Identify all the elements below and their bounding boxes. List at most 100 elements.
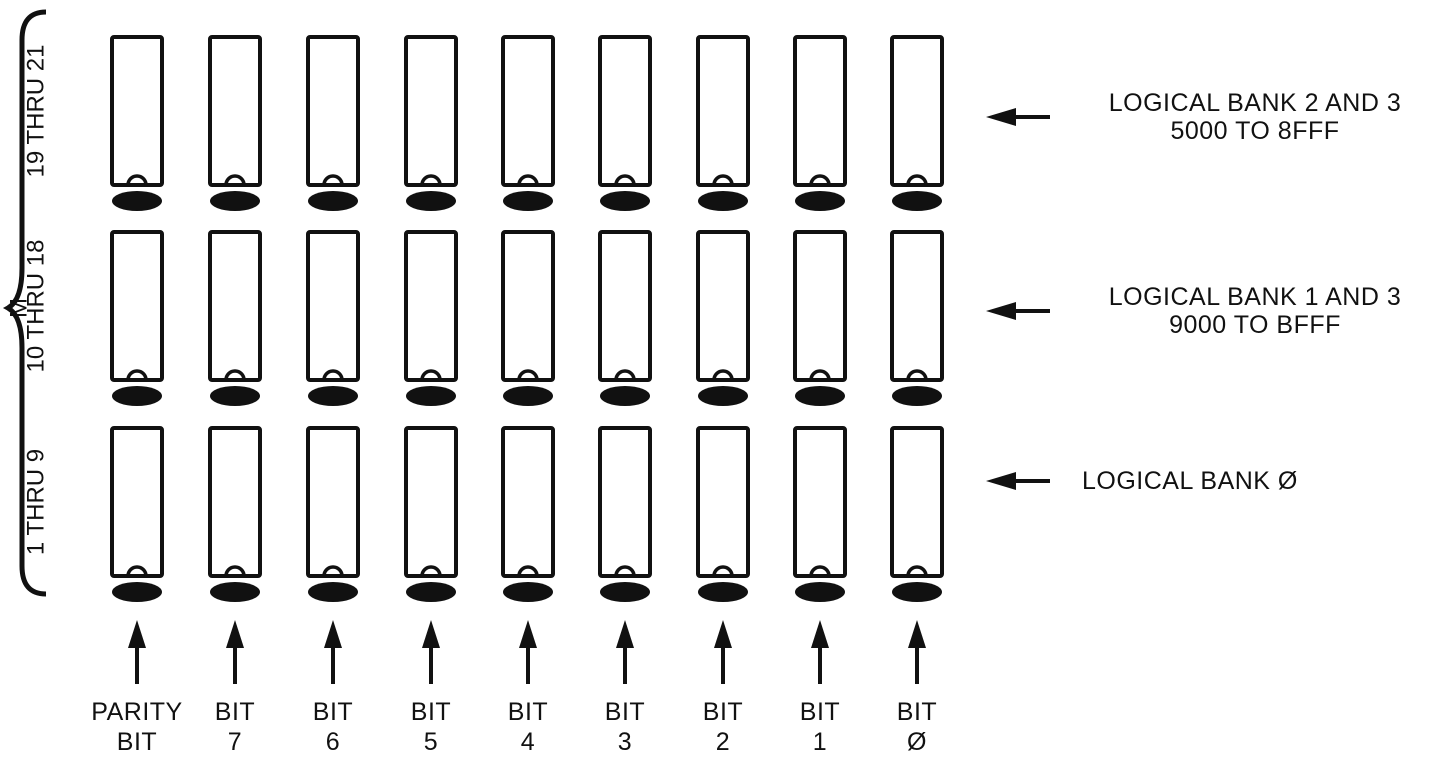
chip-notch xyxy=(614,369,636,381)
chip-socket-dot xyxy=(795,191,845,211)
chip-notch xyxy=(906,369,928,381)
column-label-line1: PARITY xyxy=(91,698,182,726)
column-label-line1: BIT xyxy=(508,698,548,726)
row-position-label: 10 THRU 18 xyxy=(22,240,49,373)
chip-body xyxy=(501,35,555,187)
chip-socket-dot xyxy=(210,386,260,406)
memory-chip xyxy=(501,35,555,211)
memory-chip xyxy=(404,426,458,602)
memory-chip xyxy=(110,230,164,406)
chip-body xyxy=(598,230,652,382)
column-arrow xyxy=(908,620,926,684)
chip-notch xyxy=(712,565,734,577)
chip-socket-dot xyxy=(892,582,942,602)
memory-chip xyxy=(501,230,555,406)
memory-chip xyxy=(890,35,944,211)
chip-notch xyxy=(224,369,246,381)
column-arrow xyxy=(324,620,342,684)
chip-notch xyxy=(224,174,246,186)
chip-socket-dot xyxy=(698,386,748,406)
chip-body xyxy=(696,230,750,382)
column-label-line1: BIT xyxy=(605,698,645,726)
column-label-line1: BIT xyxy=(313,698,353,726)
chip-socket-dot xyxy=(503,386,553,406)
chip-socket-dot xyxy=(406,582,456,602)
memory-chip xyxy=(598,426,652,602)
row-position-label: 1 THRU 9 xyxy=(22,449,49,555)
memory-chip xyxy=(696,230,750,406)
column-label-line2: 3 xyxy=(618,728,632,756)
bank-arrow xyxy=(986,108,1050,126)
memory-chip xyxy=(306,230,360,406)
bank-arrow xyxy=(986,302,1050,320)
chip-body xyxy=(696,426,750,578)
chip-body xyxy=(404,35,458,187)
chip-body xyxy=(404,426,458,578)
memory-chip xyxy=(306,426,360,602)
chip-socket-dot xyxy=(698,191,748,211)
column-label-line2: 2 xyxy=(716,728,730,756)
chip-socket-dot xyxy=(795,582,845,602)
memory-chip xyxy=(598,35,652,211)
column-arrow xyxy=(616,620,634,684)
chip-socket-dot xyxy=(600,191,650,211)
chip-notch xyxy=(322,174,344,186)
chip-notch xyxy=(517,369,539,381)
bit-column-labels: PARITYBITBIT7BIT6BIT5BIT4BIT3BIT2BIT1BIT… xyxy=(91,620,937,756)
rows-brace xyxy=(2,9,47,597)
chip-body xyxy=(110,426,164,578)
bracket-label: M xyxy=(5,298,32,318)
column-label-line2: 6 xyxy=(326,728,340,756)
memory-chip xyxy=(110,35,164,211)
memory-chip xyxy=(696,35,750,211)
memory-chip xyxy=(208,426,262,602)
chip-grid xyxy=(110,35,944,602)
chip-notch xyxy=(906,565,928,577)
memory-chip xyxy=(501,426,555,602)
bank-label-line: LOGICAL BANK 2 AND 3 xyxy=(1109,89,1402,117)
column-arrow xyxy=(519,620,537,684)
column-label-line1: BIT xyxy=(800,698,840,726)
chip-notch xyxy=(322,369,344,381)
memory-chip xyxy=(306,35,360,211)
chip-socket-dot xyxy=(406,191,456,211)
chip-notch xyxy=(712,369,734,381)
chip-notch xyxy=(614,174,636,186)
memory-chip xyxy=(598,230,652,406)
chip-socket-dot xyxy=(503,191,553,211)
chip-socket-dot xyxy=(600,386,650,406)
chip-body xyxy=(501,426,555,578)
chip-socket-dot xyxy=(406,386,456,406)
chip-body xyxy=(208,230,262,382)
chip-notch xyxy=(906,174,928,186)
column-arrow xyxy=(714,620,732,684)
chip-body xyxy=(208,426,262,578)
chip-body xyxy=(890,230,944,382)
chip-body xyxy=(404,230,458,382)
chip-body xyxy=(110,230,164,382)
chip-socket-dot xyxy=(308,386,358,406)
memory-chip xyxy=(793,35,847,211)
column-label-line2: Ø xyxy=(907,728,927,756)
memory-chip xyxy=(793,426,847,602)
chip-body xyxy=(598,426,652,578)
chip-socket-dot xyxy=(892,191,942,211)
column-arrow xyxy=(226,620,244,684)
chip-body xyxy=(696,35,750,187)
column-label-line2: 7 xyxy=(228,728,242,756)
chip-socket-dot xyxy=(112,191,162,211)
chip-body xyxy=(793,35,847,187)
bank-label-line: 5000 TO 8FFF xyxy=(1170,117,1339,145)
memory-chip xyxy=(208,35,262,211)
chip-socket-dot xyxy=(210,582,260,602)
bank-label-line: LOGICAL BANK 1 AND 3 xyxy=(1109,283,1402,311)
bank-arrow xyxy=(986,472,1050,490)
memory-chip xyxy=(890,426,944,602)
chip-notch xyxy=(224,565,246,577)
chip-socket-dot xyxy=(892,386,942,406)
chip-socket-dot xyxy=(308,582,358,602)
chip-socket-dot xyxy=(503,582,553,602)
memory-chip xyxy=(404,35,458,211)
chip-notch xyxy=(420,565,442,577)
